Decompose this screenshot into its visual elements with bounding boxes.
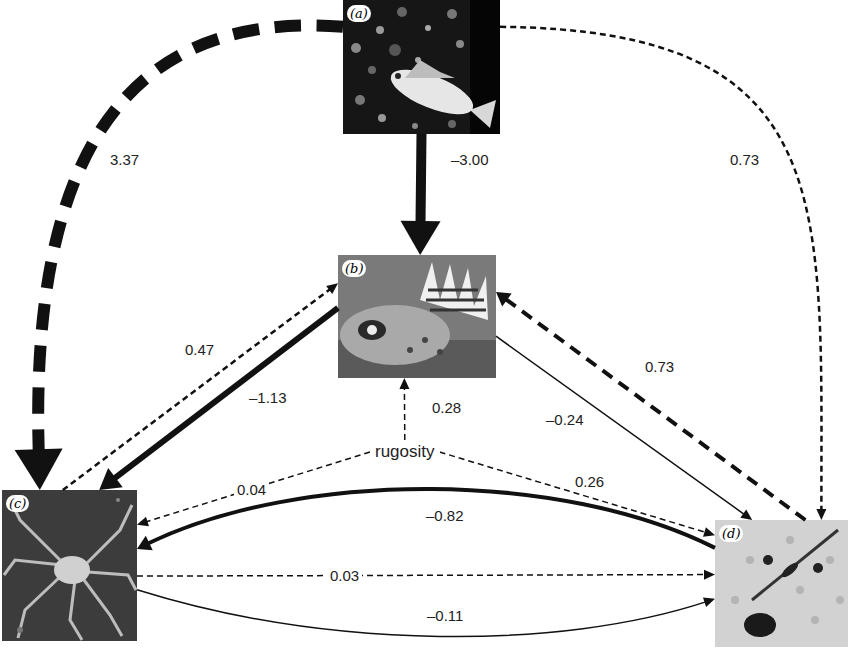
- arrowhead: [99, 468, 122, 490]
- panel-letter: (d): [719, 525, 743, 542]
- crab-photo-c: [2, 490, 137, 641]
- panel-letter: (a): [347, 5, 371, 22]
- connector-line: [496, 336, 745, 515]
- arrowhead: [740, 510, 752, 520]
- dashed-path-arrow: [440, 452, 716, 537]
- arrowhead: [703, 597, 715, 606]
- path-coefficient: –3.00: [448, 151, 492, 169]
- arrowhead: [816, 509, 826, 520]
- path-coefficient: 0.73: [642, 358, 677, 376]
- connector-line: [114, 308, 338, 479]
- arrowhead: [704, 570, 715, 580]
- path-coefficient: –0.24: [543, 411, 587, 429]
- connector-line: [38, 25, 343, 451]
- arrowhead: [326, 283, 338, 294]
- path-coefficient: 0.47: [182, 341, 217, 359]
- photo-panel: (d): [715, 520, 848, 647]
- arrowhead: [401, 221, 441, 255]
- dashed-path-arrow: [137, 452, 370, 526]
- connector-line: [404, 387, 406, 440]
- panel-letter: (c): [6, 495, 29, 512]
- path-coefficient: –1.13: [246, 389, 290, 407]
- path-coefficient: 0.26: [572, 473, 607, 491]
- fish-photo-a: [343, 0, 500, 134]
- photo-panel: (c): [2, 490, 137, 641]
- solid-path-arrow: [137, 489, 715, 550]
- arrowhead: [496, 292, 512, 307]
- connector-line: [421, 134, 422, 223]
- dashed-path-arrow: [15, 25, 343, 490]
- connector-line: [137, 590, 707, 637]
- factor-label: rugosity: [375, 442, 435, 461]
- connector-line: [63, 289, 331, 490]
- factor-node: rugosity: [370, 440, 440, 464]
- solid-path-arrow: [496, 336, 752, 520]
- path-coefficient: 0.73: [727, 151, 762, 169]
- dashed-path-arrow: [63, 283, 338, 490]
- arrowhead: [399, 378, 409, 389]
- photo-panel: (a): [343, 0, 500, 134]
- solid-path-arrow: [99, 308, 338, 490]
- photo-panel: (b): [338, 255, 496, 378]
- path-coefficient: –0.82: [423, 507, 467, 525]
- fish-photo-b: [338, 255, 496, 378]
- connector-line: [500, 27, 821, 511]
- dashed-path-arrow: [500, 27, 826, 520]
- dashed-path-arrow: [496, 292, 805, 520]
- connector-line: [137, 575, 706, 577]
- path-coefficient: 3.37: [107, 151, 142, 169]
- connector-line: [147, 489, 715, 548]
- arrowhead: [137, 536, 153, 550]
- path-coefficient: 0.28: [429, 399, 464, 417]
- nudibranch-photo-d: [715, 520, 848, 647]
- connector-line: [505, 299, 805, 520]
- connector-line: [146, 452, 370, 522]
- solid-path-arrow: [137, 590, 715, 637]
- arrowhead: [137, 517, 149, 527]
- dashed-path-arrow: [399, 378, 409, 440]
- arrowhead: [703, 527, 715, 537]
- panel-letter: (b): [342, 260, 366, 277]
- path-coefficient: 0.04: [234, 481, 269, 499]
- arrowhead: [15, 449, 63, 490]
- path-coefficient: 0.03: [327, 567, 362, 585]
- dashed-path-arrow: [137, 570, 715, 580]
- solid-path-arrow: [401, 134, 441, 255]
- path-coefficient: –0.11: [424, 607, 466, 625]
